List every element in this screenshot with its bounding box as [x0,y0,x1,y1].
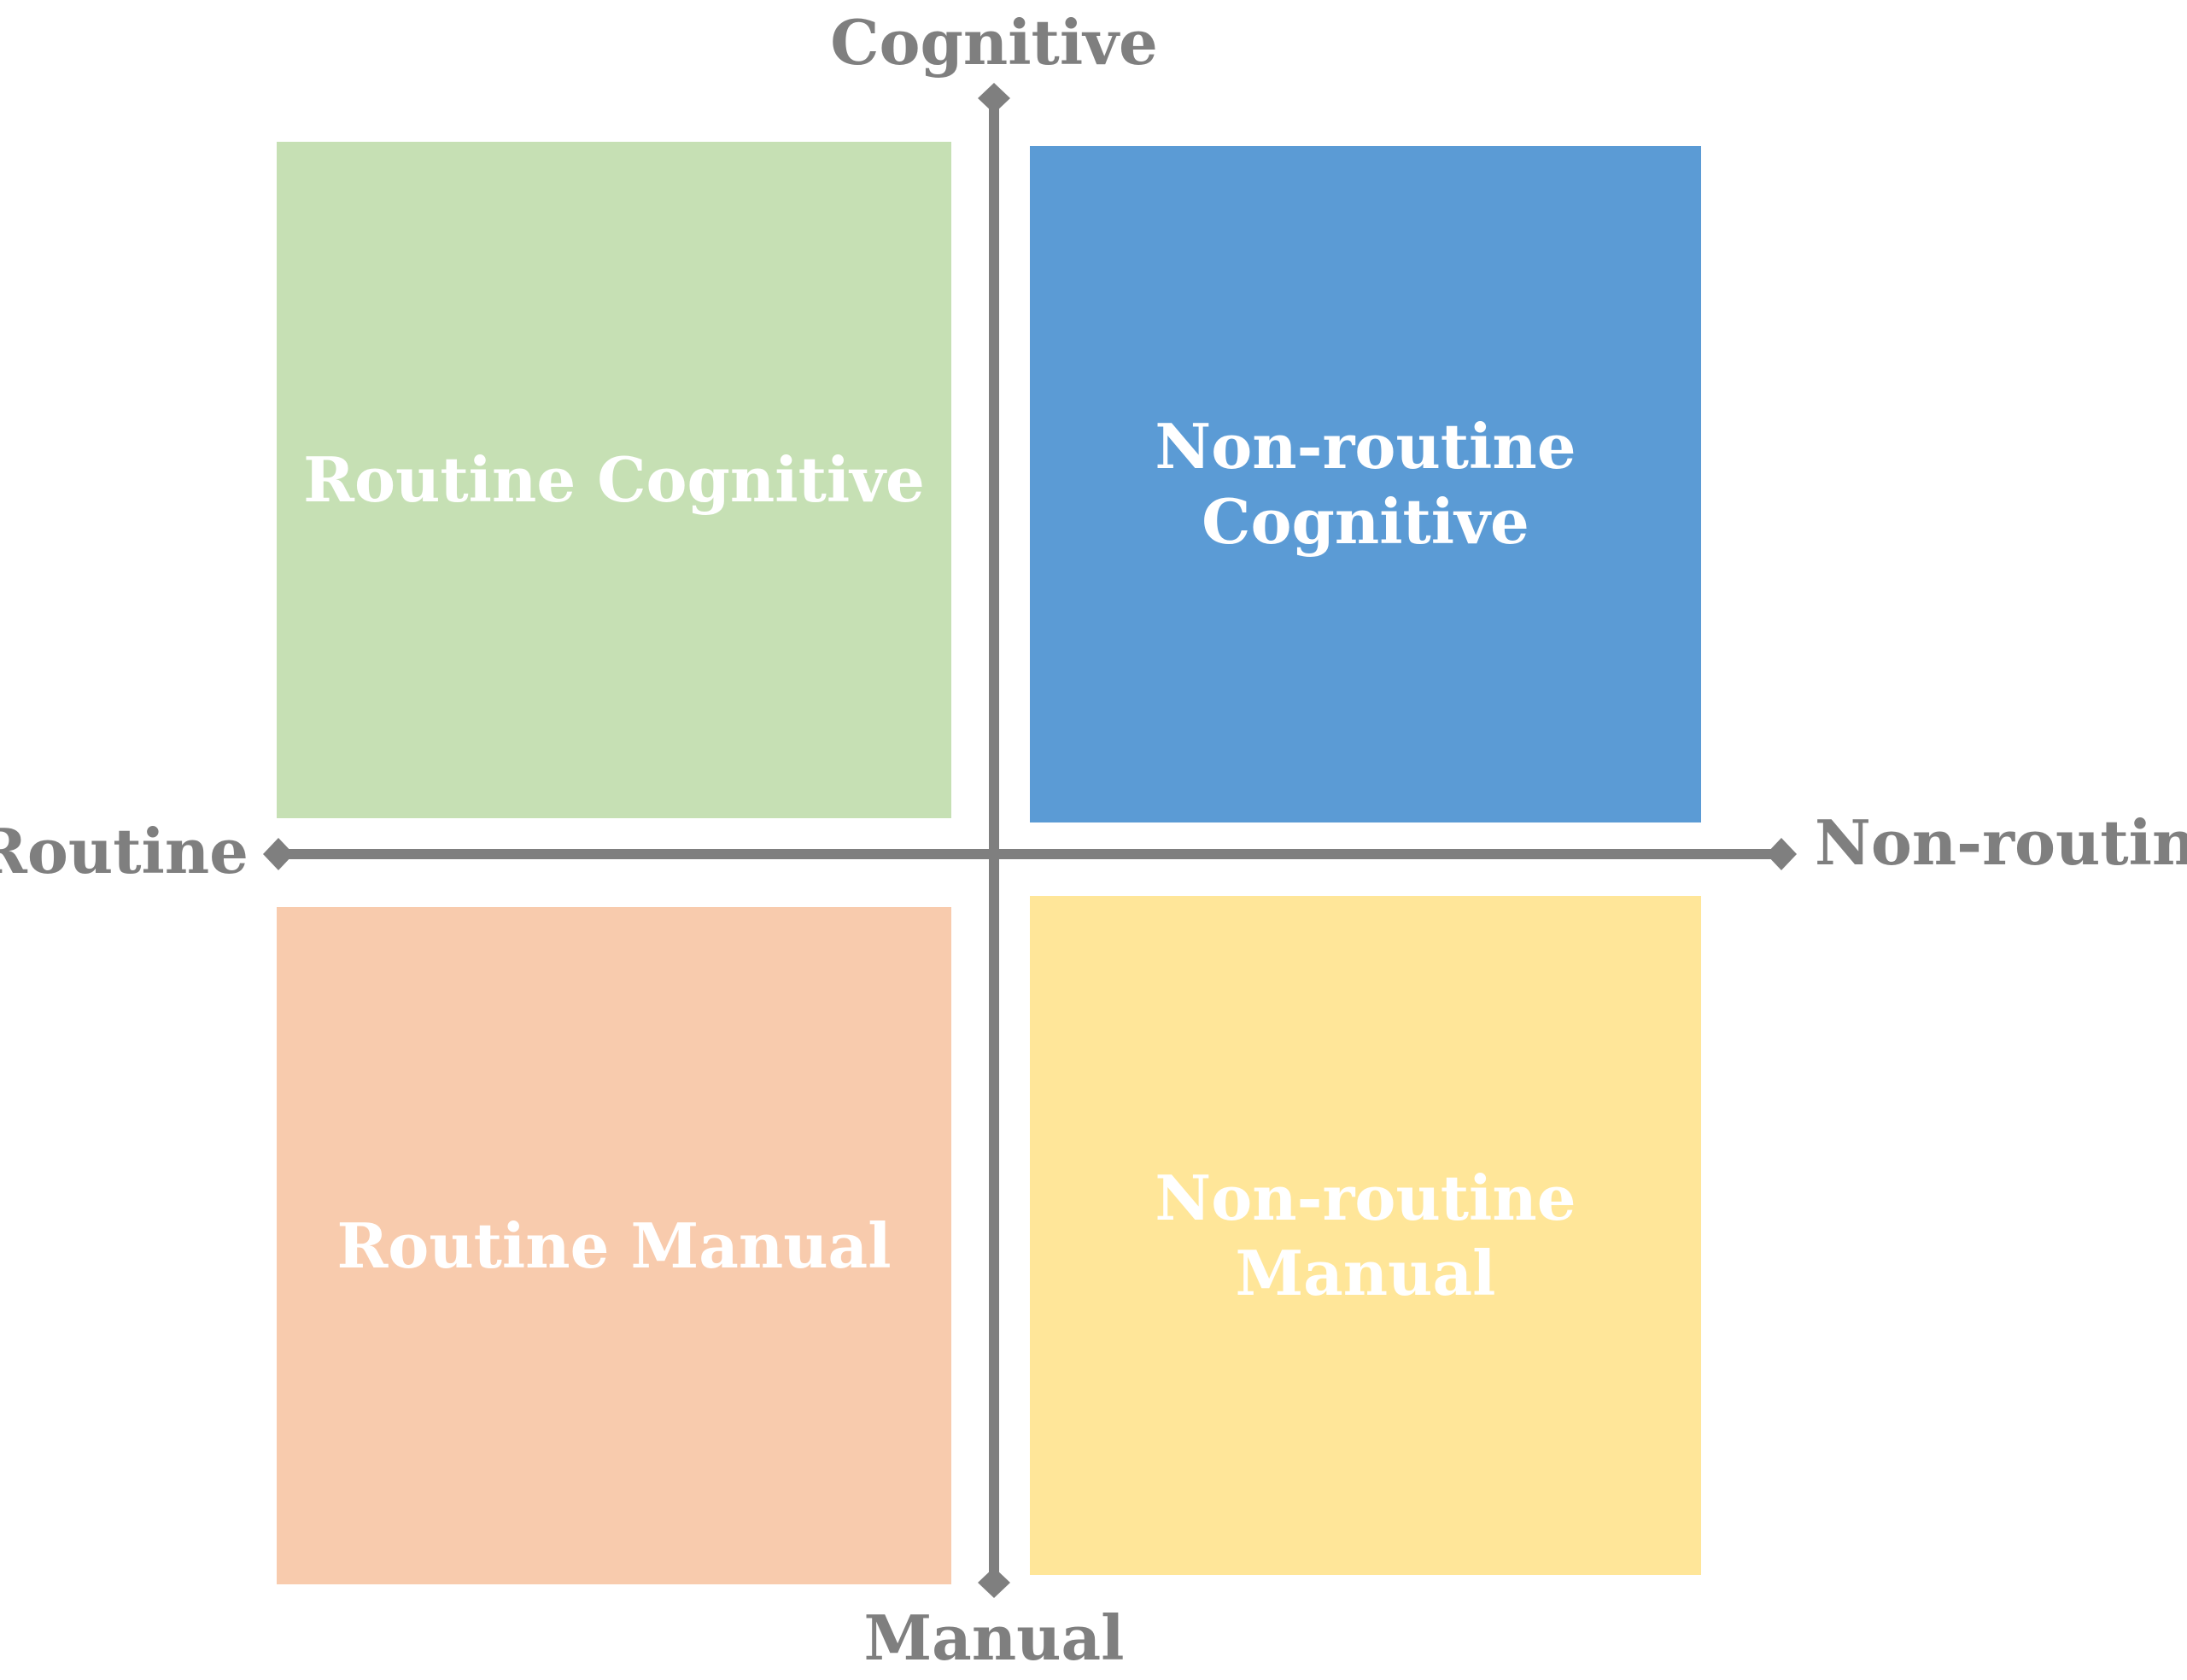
quadrant-label: Routine Cognitive [303,443,925,516]
quadrant-label: Non-routine Cognitive [1155,410,1576,558]
axis-label-text: Cognitive [830,6,1158,79]
quadrant-routine-manual: Routine Manual [277,907,951,1584]
top-diamond-marker [978,83,1010,114]
quadrant-label: Routine Manual [336,1209,892,1282]
quadrant-non-routine-manual: Non-routine Manual [1030,896,1701,1575]
quadrant-routine-cognitive: Routine Cognitive [277,142,951,818]
bottom-diamond-marker [978,1567,1010,1598]
quadrant-label: Non-routine Manual [1155,1161,1576,1309]
left-diamond-marker [263,838,294,870]
axis-label-text: Manual [863,1601,1125,1674]
quadrant-non-routine-cognitive: Non-routine Cognitive [1030,146,1701,822]
axis-label-routine: Routine [0,815,249,887]
right-diamond-marker [1766,838,1797,870]
axis-label-non-routine: Non-routine [1815,806,2187,879]
